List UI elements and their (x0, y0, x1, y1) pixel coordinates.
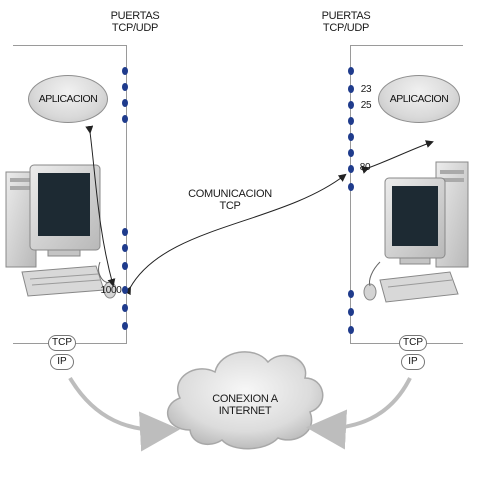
left-app-port-arrow (85, 125, 116, 287)
left-port-dot (122, 67, 128, 75)
left-computer-icon (5, 164, 117, 299)
left-tcp-label: TCP (48, 335, 76, 351)
right-port-25: 25 (360, 100, 372, 111)
left-ip-label: IP (50, 354, 74, 370)
right-application-node: APLICACION (378, 75, 460, 123)
right-port-dot (348, 117, 354, 125)
right-app-port-arrow (360, 140, 434, 174)
tcp-communication-label: COMUNICACION TCP (188, 188, 272, 212)
right-port-dot (348, 308, 354, 316)
left-port-dot (122, 228, 128, 236)
left-port-dot (122, 99, 128, 107)
right-port-23: 23 (360, 84, 372, 95)
right-port-80: 80 (359, 162, 371, 173)
internet-cloud-label: CONEXION A INTERNET (212, 393, 278, 417)
left-port-dot (122, 262, 128, 270)
left-port-dot (122, 83, 128, 91)
left-port-dot (122, 244, 128, 252)
left-port-number: 1000 (100, 285, 122, 296)
right-to-cloud-arrow (306, 377, 412, 450)
right-ports-title: PUERTAS TCP/UDP (321, 10, 371, 34)
left-application-label: APLICACION (38, 93, 98, 105)
left-port-dot (122, 304, 128, 312)
left-port-dot (122, 115, 128, 123)
right-port-dot (348, 326, 354, 334)
right-port-dot (348, 85, 354, 93)
left-application-node: APLICACION (28, 75, 108, 123)
left-ports-title: PUERTAS TCP/UDP (110, 10, 160, 34)
right-application-label: APLICACION (389, 93, 449, 105)
left-port-dot (122, 286, 128, 294)
right-port-dot (348, 101, 354, 109)
internet-cloud-icon (166, 351, 324, 450)
right-port-dot (348, 133, 354, 141)
right-computer-icon (363, 161, 469, 303)
right-tcp-label: TCP (399, 335, 427, 351)
right-port-dot (348, 67, 354, 75)
right-port-dot (348, 165, 354, 173)
tcp-communication-arrow (123, 173, 347, 296)
right-port-dot (348, 149, 354, 157)
left-to-cloud-arrow (68, 376, 180, 452)
left-port-dot (122, 322, 128, 330)
right-port-dot (348, 290, 354, 298)
right-ip-label: IP (401, 354, 425, 370)
right-port-dot (348, 183, 354, 191)
